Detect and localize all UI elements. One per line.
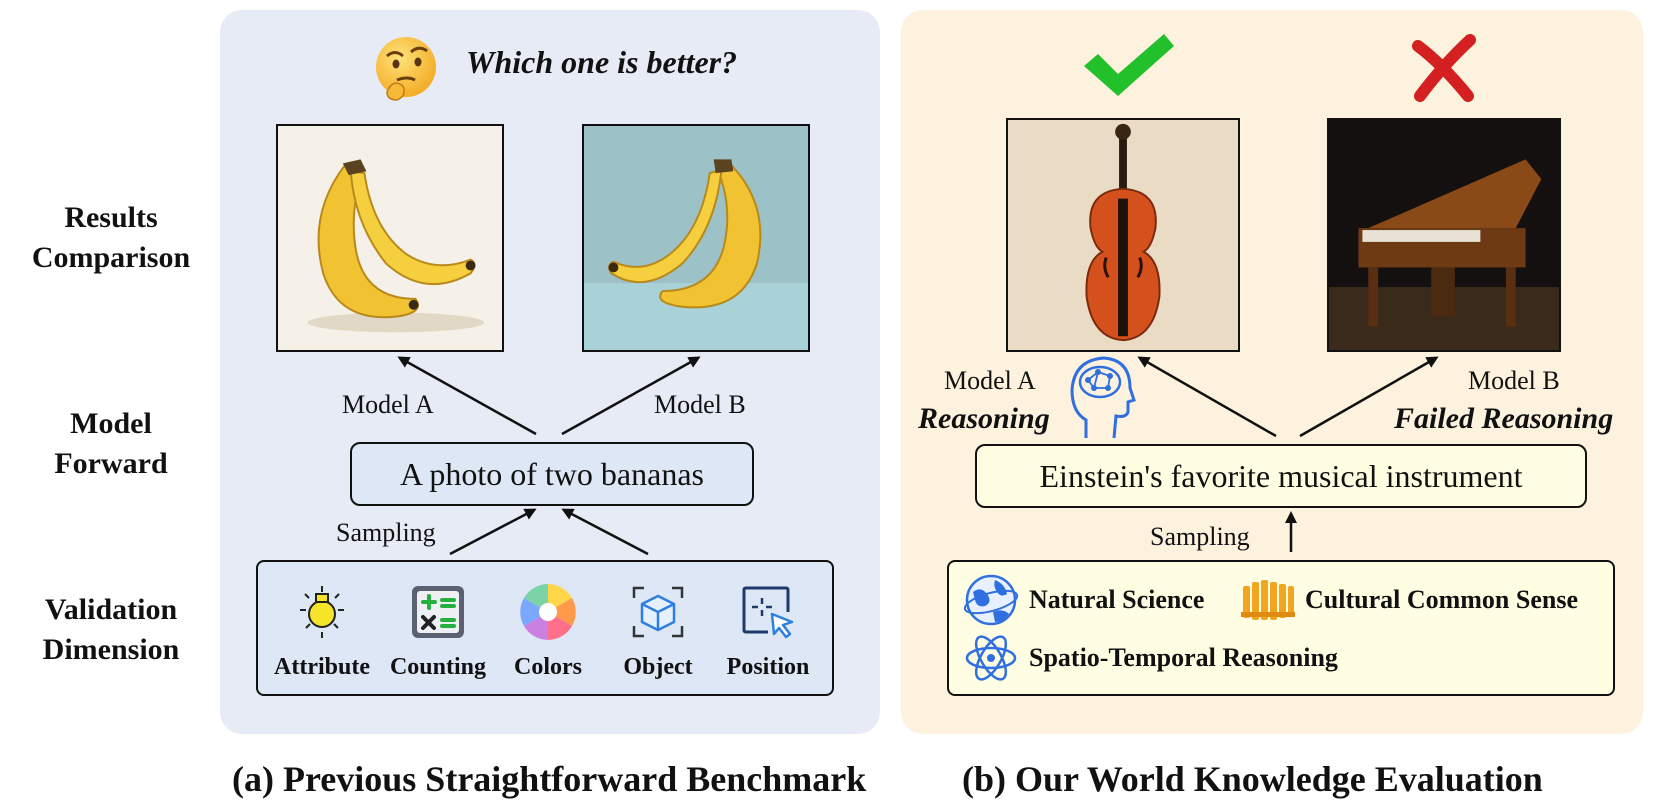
model-b-failed-reasoning-label: Failed Reasoning: [1394, 402, 1614, 435]
brain-head-icon: [1066, 354, 1136, 440]
generated-image-model-b-bananas: [582, 124, 810, 352]
calculator-icon: [408, 582, 468, 642]
cube-icon: [628, 582, 688, 642]
sampling-label: Sampling: [1150, 522, 1250, 551]
knowledge-spatio-temporal-reasoning: Spatio-Temporal Reasoning: [963, 630, 1338, 686]
generated-image-model-a-violin: [1006, 118, 1240, 352]
dimension-object: Object: [600, 582, 716, 681]
prompt-box: Einstein's favorite musical instrument: [975, 444, 1587, 508]
row-label-forward: Model Forward: [54, 407, 168, 480]
model-a-label: Model A: [342, 390, 434, 419]
model-b-label: Model B: [654, 390, 746, 419]
model-a-label: Model A: [944, 366, 1036, 395]
dimension-colors: Colors: [490, 582, 606, 681]
cross-icon: [1408, 34, 1478, 102]
dimension-counting: Counting: [380, 582, 496, 681]
globe-icon: [963, 574, 1019, 626]
generated-image-model-a-bananas: [276, 124, 504, 352]
knowledge-natural-science: Natural Science: [963, 572, 1204, 628]
dimension-position: Position: [710, 582, 826, 681]
dimension-attribute: Attribute: [264, 582, 380, 681]
row-label-results: Results Comparison: [31, 201, 191, 274]
sampling-label: Sampling: [336, 518, 436, 547]
caption-world-knowledge: (b) Our World Knowledge Evaluation: [962, 759, 1543, 799]
xylophone-icon: [1241, 580, 1295, 620]
thinking-face-icon: [373, 34, 439, 104]
model-a-reasoning-label: Reasoning: [918, 402, 1050, 435]
cursor-select-icon: [738, 582, 798, 642]
generated-image-model-b-piano: [1327, 118, 1561, 352]
atom-icon: [965, 635, 1017, 681]
caption-previous-benchmark: (a) Previous Straightforward Benchmark: [232, 759, 867, 799]
validation-dimensions-box: Attribute Counting: [256, 560, 834, 696]
knowledge-dimensions-box: Natural Science Cultural Common Sense: [947, 560, 1615, 696]
row-label-validation: Validation Dimension: [42, 593, 180, 666]
color-wheel-icon: [518, 582, 578, 642]
lightbulb-icon: [292, 582, 352, 642]
prompt-box: A photo of two bananas: [350, 442, 754, 506]
checkmark-icon: [1080, 30, 1176, 100]
model-b-label: Model B: [1468, 366, 1560, 395]
knowledge-cultural-common-sense: Cultural Common Sense: [1239, 572, 1578, 628]
question-text: Which one is better?: [466, 44, 738, 80]
